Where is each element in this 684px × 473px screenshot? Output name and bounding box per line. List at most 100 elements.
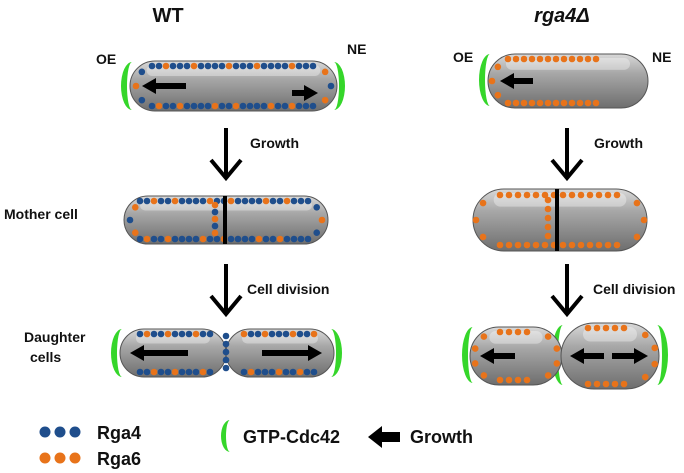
wt-growing-top-dot xyxy=(225,62,233,70)
wt-growing-end-dot xyxy=(321,68,329,76)
wt-daughter-top-dot xyxy=(206,330,214,338)
wt-daughter-cells xyxy=(111,328,342,378)
wt-mother-bottom-dot xyxy=(297,235,305,243)
wt-mother-bottom-dot xyxy=(248,235,256,243)
wt-daughter-top-dot xyxy=(185,330,193,338)
wt-mother-bottom-dot xyxy=(185,235,193,243)
wt-growing-bottom-dot xyxy=(288,102,296,110)
wt-daughter-cdc42-right xyxy=(331,329,342,377)
mut-growth-label: Growth xyxy=(594,135,643,151)
wt-daughter-bottom-dot xyxy=(178,368,186,376)
gtp-cdc42-crescent-icon xyxy=(221,420,230,452)
mut-mother-bottom-dot xyxy=(505,241,513,249)
mut-daughter-mid-arrow xyxy=(570,348,604,364)
wt-daughter-bottom-dot xyxy=(289,368,297,376)
wt-mother-septum-dot xyxy=(211,229,219,237)
wt-daughter-bottom-dot xyxy=(185,368,193,376)
mut-daughter-top-dot xyxy=(584,324,592,332)
wt-daughter-septum-dot xyxy=(222,356,230,364)
wt-growing-bottom-dot xyxy=(295,102,303,110)
wt-daughter-top-dot xyxy=(275,330,283,338)
wt-growing-bottom-dot xyxy=(176,102,184,110)
wt-mother-top-dot xyxy=(143,197,151,205)
wt-growing-top-dot xyxy=(295,62,303,70)
legend-rga6-label: Rga6 xyxy=(97,449,141,469)
wt-daughter-bottom-dot xyxy=(164,368,172,376)
wt-growing-top-dot xyxy=(260,62,268,70)
wt-daughter-top-dot xyxy=(171,330,179,338)
wt-mother-top-dot xyxy=(255,197,263,205)
mut-mother-bottom-dot xyxy=(532,241,540,249)
wt-mother-bottom-dot xyxy=(157,235,165,243)
wt-daughter-bottom-dot xyxy=(192,368,200,376)
wt-growing-bottom-dot xyxy=(218,102,226,110)
wt-growth-label: Growth xyxy=(250,135,299,151)
mut-mother-top-dot xyxy=(577,191,585,199)
mut-mother-top-dot xyxy=(496,191,504,199)
wt-daughter-bottom-dot xyxy=(171,368,179,376)
wt-daughter-top-dot xyxy=(282,330,290,338)
mut-daughter-bottom-dot xyxy=(593,380,601,388)
rga6-dot-icon xyxy=(39,452,51,464)
mut-mother-septum-dot xyxy=(544,205,552,213)
mut-growing-top-dot xyxy=(592,55,600,63)
mut-mother-end-dot xyxy=(633,233,641,241)
wt-mother-top-dot xyxy=(297,197,305,205)
wt-mother-top-dot xyxy=(248,197,256,205)
wt-daughter-septum-dot xyxy=(222,340,230,348)
wt-growing-bottom-dot xyxy=(183,102,191,110)
mut-growing-end-dot xyxy=(494,91,502,99)
wt-daughter-septum-dot xyxy=(222,348,230,356)
wt-daughter-bottom-dot xyxy=(296,368,304,376)
wt-mother-top-dot xyxy=(276,197,284,205)
mut-growing-top-dot xyxy=(520,55,528,63)
mut-daughter-end-dot xyxy=(641,331,649,339)
mut-growing-cell-body xyxy=(487,53,649,109)
wt-mother-bottom-dot xyxy=(171,235,179,243)
title-wt: WT xyxy=(152,5,183,27)
wt-growing-top-dot xyxy=(197,62,205,70)
wt-mother-bottom-dot xyxy=(241,235,249,243)
mut-mother-end-dot xyxy=(633,199,641,207)
wt-growing-bottom-dot xyxy=(162,102,170,110)
wt-growing-top-dot xyxy=(232,62,240,70)
mut-daughter-bottom-dot xyxy=(620,380,628,388)
wt-growing-top-dot xyxy=(288,62,296,70)
mut-daughter-end-dot xyxy=(471,345,479,352)
wt-daughter-bottom-dot xyxy=(268,368,276,376)
mut-daughter-end-dot xyxy=(544,372,552,379)
mut-daughter-top-dot xyxy=(514,328,522,336)
mut-growing-top-dot xyxy=(544,55,552,63)
wt-old-end-label: OE xyxy=(96,51,116,67)
wt-growing-end-dot xyxy=(327,82,335,90)
wt-daughter-bottom-dot xyxy=(254,368,262,376)
wt-mother-top-dot xyxy=(234,197,242,205)
mother-cell-label: Mother cell xyxy=(4,206,78,222)
mut-daughter-top-dot xyxy=(523,328,531,336)
mut-growing-top-dot xyxy=(584,55,592,63)
wt-growth-arrow xyxy=(209,128,243,182)
mut-mother-top-dot xyxy=(595,191,603,199)
rga4-dot-icon xyxy=(69,426,81,438)
wt-mother-end-dot xyxy=(131,203,139,211)
wt-mother-septum-dot xyxy=(211,215,219,223)
wt-daughter-top-dot xyxy=(157,330,165,338)
wt-daughter-bottom-dot xyxy=(143,368,151,376)
wt-growing-top-dot xyxy=(239,62,247,70)
wt-mother-top-dot xyxy=(269,197,277,205)
wt-growing-top-dot xyxy=(302,62,310,70)
legend-growth-label: Growth xyxy=(410,427,473,447)
wt-growing-bottom-dot xyxy=(169,102,177,110)
mut-growing-bottom-dot xyxy=(560,99,568,107)
wt-growing-cell-body xyxy=(129,60,338,112)
wt-mother-bottom-dot xyxy=(269,235,277,243)
mut-mother-top-dot xyxy=(532,191,540,199)
mut-mother-top-dot xyxy=(604,191,612,199)
wt-daughter-top-dot xyxy=(240,330,248,338)
wt-mother-top-dot xyxy=(164,197,172,205)
mut-daughter-left-arrow xyxy=(480,348,515,364)
wt-daughter-bottom-dot xyxy=(157,368,165,376)
rga4-dot-icon xyxy=(54,426,66,438)
mut-daughter-end-dot xyxy=(651,344,659,352)
wt-growing-top-dot xyxy=(183,62,191,70)
